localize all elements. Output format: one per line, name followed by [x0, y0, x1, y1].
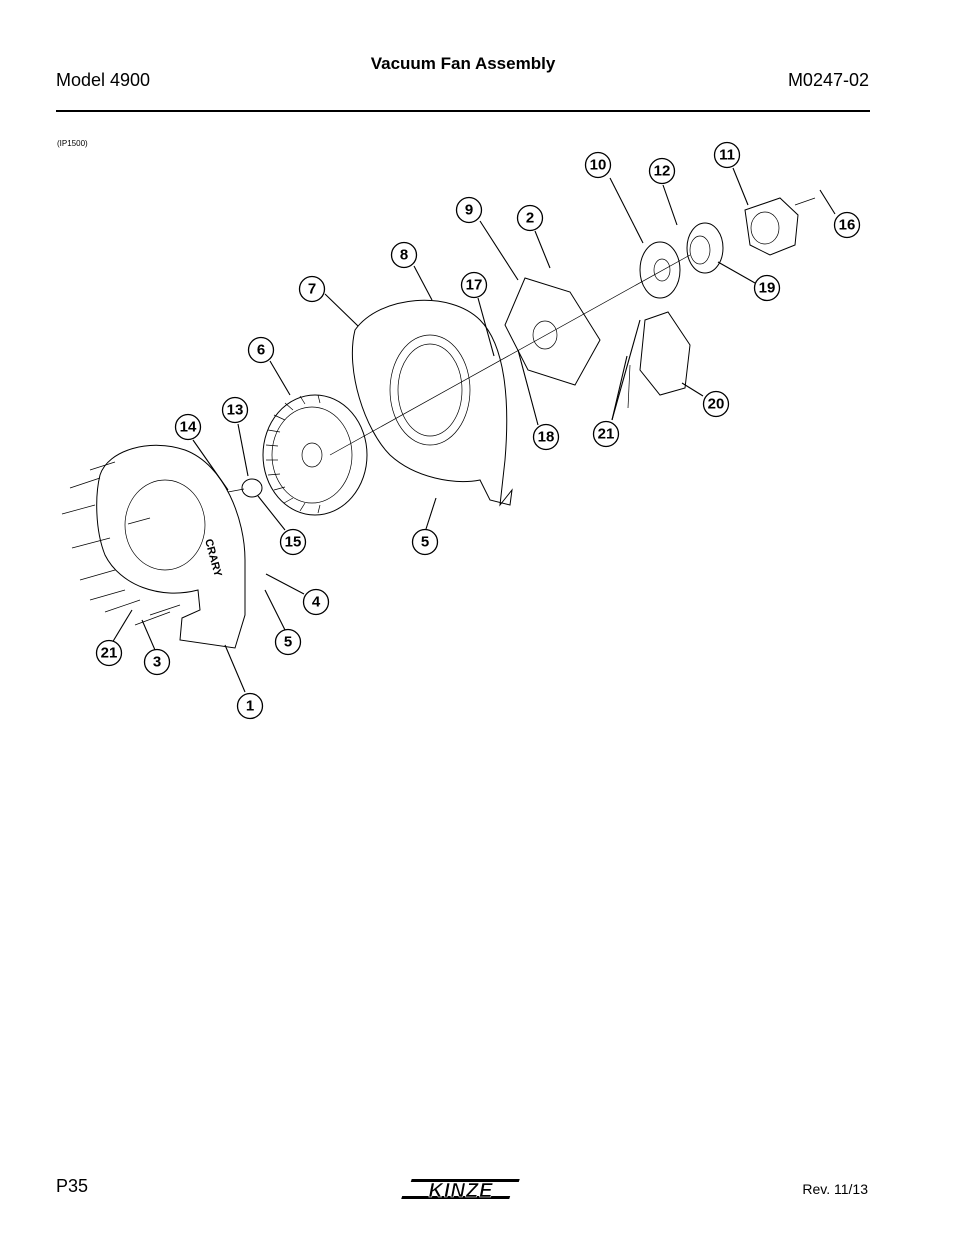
- svg-text:21: 21: [101, 645, 118, 662]
- callout-18: 18: [532, 423, 560, 451]
- svg-text:19: 19: [759, 280, 776, 297]
- callout-20: 20: [702, 390, 730, 418]
- svg-text:14: 14: [180, 419, 197, 436]
- callout-16: 16: [833, 211, 861, 239]
- valve-block: [627, 311, 691, 409]
- svg-text:5: 5: [421, 534, 429, 551]
- callout-7: 7: [298, 275, 326, 303]
- svg-text:13: 13: [227, 402, 244, 419]
- callout-3: 3: [143, 648, 171, 676]
- pulley: [686, 222, 724, 274]
- svg-text:21: 21: [598, 426, 615, 443]
- hydraulic-motor: [744, 197, 816, 256]
- callout-12: 12: [648, 157, 676, 185]
- svg-text:7: 7: [308, 281, 316, 298]
- figure-reference: (IP1500): [57, 139, 88, 148]
- revision-date: Rev. 11/13: [802, 1181, 868, 1197]
- callout-21: 21: [95, 639, 123, 667]
- svg-text:17: 17: [466, 277, 483, 294]
- front-housing: CRARY: [61, 444, 246, 649]
- fan-hub: [227, 478, 263, 498]
- svg-text:5: 5: [284, 634, 292, 651]
- header-divider: [56, 110, 870, 112]
- callout-5: 5: [411, 528, 439, 556]
- callout-13: 13: [221, 396, 249, 424]
- page-number: P35: [56, 1176, 89, 1196]
- callout-9: 9: [455, 196, 483, 224]
- svg-text:16: 16: [839, 217, 856, 234]
- rear-housing: [351, 299, 513, 507]
- svg-text:6: 6: [257, 342, 265, 359]
- svg-text:9: 9: [465, 202, 473, 219]
- svg-text:12: 12: [654, 163, 671, 180]
- callout-21: 21: [592, 420, 620, 448]
- callout-17: 17: [460, 271, 488, 299]
- callout-8: 8: [390, 241, 418, 269]
- kinze-logo: KINZE: [401, 1179, 520, 1202]
- svg-text:11: 11: [719, 147, 735, 164]
- callout-4: 4: [302, 588, 330, 616]
- callout-19: 19: [753, 274, 781, 302]
- svg-text:8: 8: [400, 247, 408, 264]
- svg-text:3: 3: [153, 654, 161, 671]
- svg-text:4: 4: [312, 594, 321, 611]
- callout-1: 1: [236, 692, 264, 720]
- callout-5: 5: [274, 628, 302, 656]
- callout-6: 6: [247, 336, 275, 364]
- callout-2: 2: [516, 204, 544, 232]
- svg-text:20: 20: [708, 396, 725, 413]
- svg-text:10: 10: [590, 157, 607, 174]
- document-number: M0247-02: [787, 70, 869, 90]
- spacer-ring: [639, 241, 681, 299]
- callout-10: 10: [584, 151, 612, 179]
- model-label: Model 4900: [56, 70, 151, 90]
- fan-wheel: [262, 394, 368, 516]
- svg-text:18: 18: [538, 429, 555, 446]
- svg-text:2: 2: [526, 210, 534, 227]
- svg-text:15: 15: [285, 534, 302, 551]
- logo-text: KINZE: [429, 1180, 494, 1202]
- page-title: Vacuum Fan Assembly: [370, 54, 556, 73]
- svg-text:1: 1: [246, 698, 254, 715]
- callout-11: 11: [713, 141, 741, 169]
- callout-14: 14: [174, 413, 202, 441]
- callout-15: 15: [279, 528, 307, 556]
